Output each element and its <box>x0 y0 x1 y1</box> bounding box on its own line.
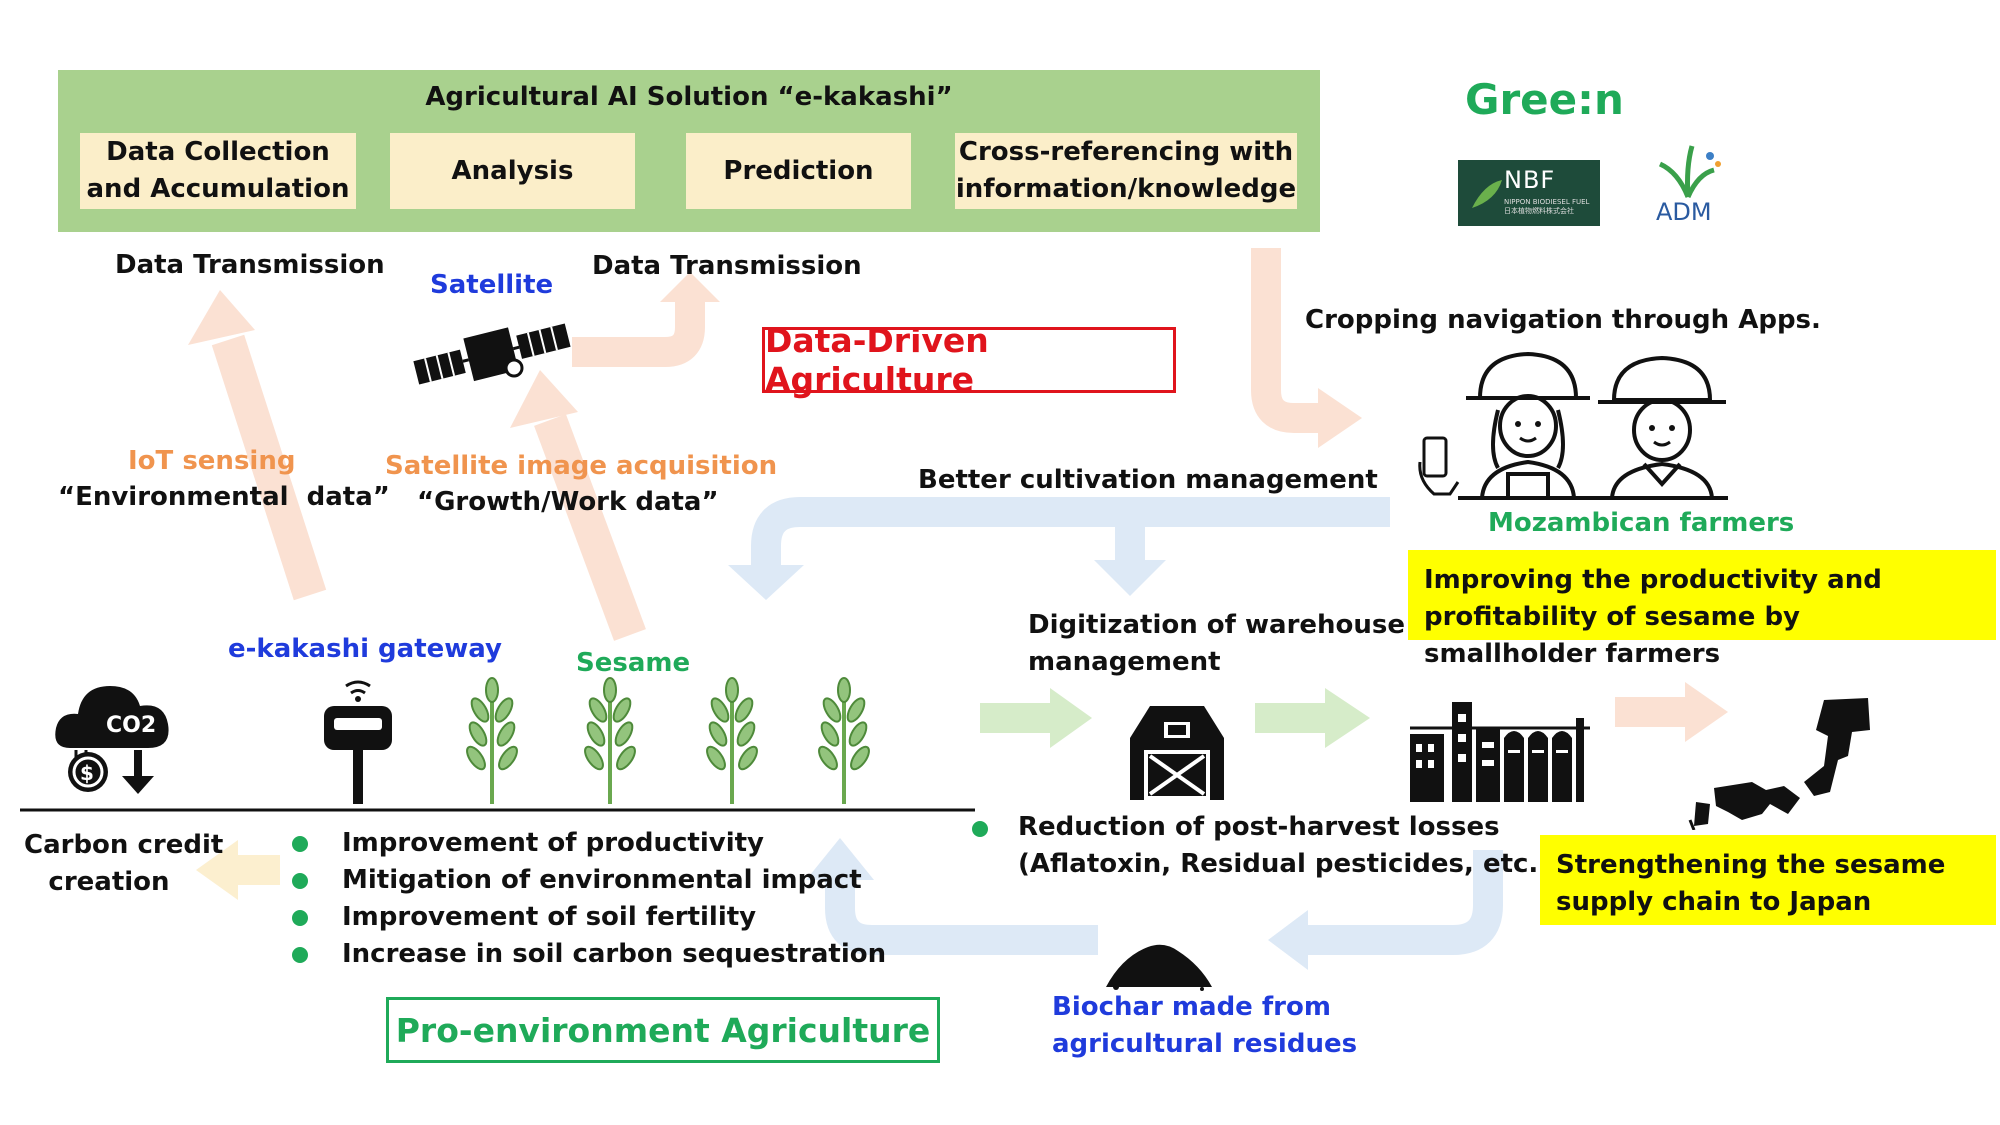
arrow-ai-to-farmers <box>1251 248 1362 448</box>
environmental-data-label: “Environmental data” <box>58 482 390 512</box>
farmers-icon <box>1418 351 1728 500</box>
svg-text:$: $ <box>80 761 94 785</box>
postharvest-bullet <box>972 821 988 837</box>
nbf-logo: NBF NIPPON BIODIESEL FUEL 日本植物燃料株式会社 <box>1458 160 1600 226</box>
sesame-plants <box>461 676 875 806</box>
carbon-credit-line1: Carbon credit <box>24 830 224 860</box>
gateway-device-icon <box>324 680 392 804</box>
list-item: Mitigation of environmental impact <box>292 862 886 899</box>
arrow-iot-to-data-transmission <box>188 290 327 601</box>
arrow-factory-to-japan <box>1615 682 1728 742</box>
sesame-plant-icon <box>813 676 875 806</box>
arrow-biochar-to-field <box>806 838 1098 955</box>
arrow-satellite-to-data-transmission <box>572 272 720 367</box>
co2-text: CO2 <box>106 713 156 738</box>
smartphone-icon <box>1418 436 1460 496</box>
growth-work-data-label: “Growth/Work data” <box>417 487 719 517</box>
warehouse-barn-icon <box>1130 706 1224 800</box>
data-driven-agriculture-box: Data-Driven Agriculture <box>762 321 1176 399</box>
ai-solution-title: Agricultural AI Solution “e-kakashi” <box>425 82 953 112</box>
supply-chain-box: Strengthening the sesame supply chain to… <box>1540 835 1996 925</box>
grass-icon <box>1658 145 1721 199</box>
arrow-factory-to-biochar <box>1268 850 1503 970</box>
carbon-credit-line2: creation <box>48 867 170 897</box>
biochar-pile-icon <box>1106 944 1212 991</box>
warehouse-label-line1: Digitization of warehouse <box>1028 610 1406 640</box>
box-analysis: Analysis <box>390 133 635 209</box>
arrow-to-carbon-credit <box>196 840 280 900</box>
biochar-line2: agricultural residues <box>1052 1029 1358 1059</box>
list-item: Improvement of soil fertility <box>292 899 886 936</box>
benefits-list: Improvement of productivity Mitigation o… <box>292 825 886 973</box>
japan-map-icon <box>1688 698 1870 830</box>
sesame-plant-icon <box>461 676 523 806</box>
arrow-sesame-to-warehouse <box>980 688 1092 748</box>
list-item: Improvement of productivity <box>292 825 886 862</box>
arrow-better-cultivation <box>728 497 1390 600</box>
data-transmission-right-label: Data Transmission <box>592 251 862 281</box>
cropping-navigation-label: Cropping navigation through Apps. <box>1305 305 1821 335</box>
leaf-icon <box>1472 180 1502 208</box>
sesame-plant-icon <box>701 676 763 806</box>
better-cultivation-label: Better cultivation management <box>918 465 1378 495</box>
satellite-label: Satellite <box>430 270 554 300</box>
sesame-plant-icon <box>579 676 641 806</box>
greenin-logo: Gree:n <box>1465 75 1624 124</box>
mozambican-farmers-label: Mozambican farmers <box>1488 508 1795 538</box>
adm-logo: ADM <box>1648 142 1728 228</box>
list-item: Increase in soil carbon sequestration <box>292 936 886 973</box>
factory-icon <box>1410 702 1590 802</box>
arrow-warehouse-to-factory <box>1255 688 1370 748</box>
iot-sensing-label: IoT sensing <box>128 446 296 476</box>
satellite-acquisition-label: Satellite image acquisition <box>385 451 778 481</box>
postharvest-line2: (Aflatoxin, Residual pesticides, etc.) <box>1018 849 1551 879</box>
postharvest-line1: Reduction of post-harvest losses <box>1018 812 1500 842</box>
data-transmission-left-label: Data Transmission <box>115 250 385 280</box>
warehouse-label-line2: management <box>1028 647 1221 677</box>
gateway-label: e-kakashi gateway <box>228 634 502 664</box>
arrow-sesame-to-satellite <box>510 370 646 641</box>
pro-environment-agriculture-box: Pro-environment Agriculture <box>386 997 940 1063</box>
improving-productivity-box: Improving the productivity and profitabi… <box>1408 550 1996 669</box>
sesame-label: Sesame <box>576 648 691 678</box>
satellite-icon <box>413 323 571 385</box>
biochar-line1: Biochar made from <box>1052 992 1331 1022</box>
co2-carbon-icon: CO2 $ <box>55 686 169 794</box>
box-prediction: Prediction <box>686 133 911 209</box>
